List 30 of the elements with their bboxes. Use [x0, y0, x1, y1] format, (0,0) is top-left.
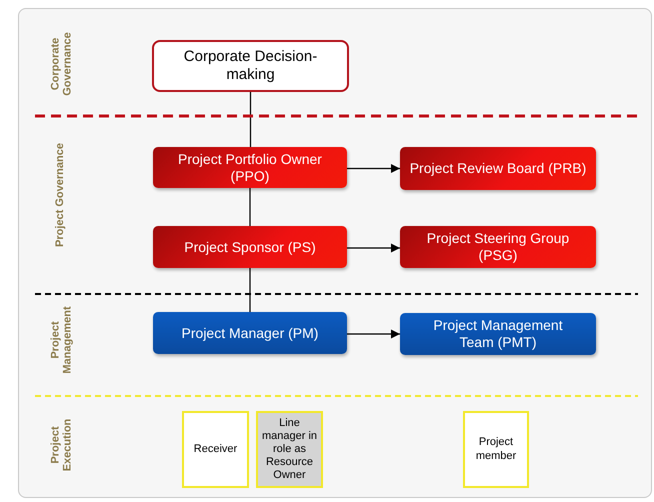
role-box	[400, 226, 596, 268]
role-box	[400, 147, 596, 190]
role-name: Corporate Decision-making	[182, 48, 318, 84]
role-name: Project Manager (PM)	[182, 324, 318, 342]
arrow	[347, 330, 400, 338]
role-name: Project Sponsor (PS)	[184, 238, 316, 256]
role-name: Project member	[474, 436, 518, 463]
connector-line	[249, 268, 251, 312]
role-box	[153, 147, 347, 188]
role-name: Project Review Board (PRB)	[410, 160, 586, 177]
connector-line	[250, 92, 252, 147]
arrow	[347, 164, 400, 173]
role-box	[182, 411, 249, 488]
lane-label: Project Management	[50, 305, 74, 376]
role-name: Project Management Team (PMT)	[432, 317, 564, 351]
connector-line	[249, 188, 251, 226]
role-name: Receiver	[194, 442, 238, 456]
role-name: Line manager in role as Resource Owner	[260, 416, 318, 482]
decision-box	[152, 40, 349, 92]
role-box	[153, 312, 347, 354]
lane-label: Project Execution	[50, 418, 74, 474]
lane-label: Project Governance	[53, 142, 68, 249]
role-box	[153, 226, 347, 268]
arrow	[347, 244, 400, 252]
role-box	[400, 313, 596, 355]
role-name: Project Portfolio Owner (PPO)	[177, 150, 323, 184]
lane-label: Corporate Governance	[50, 31, 74, 98]
role-box	[256, 411, 323, 488]
role-name: Project Steering Group (PSG)	[426, 230, 570, 264]
role-box	[463, 411, 529, 488]
